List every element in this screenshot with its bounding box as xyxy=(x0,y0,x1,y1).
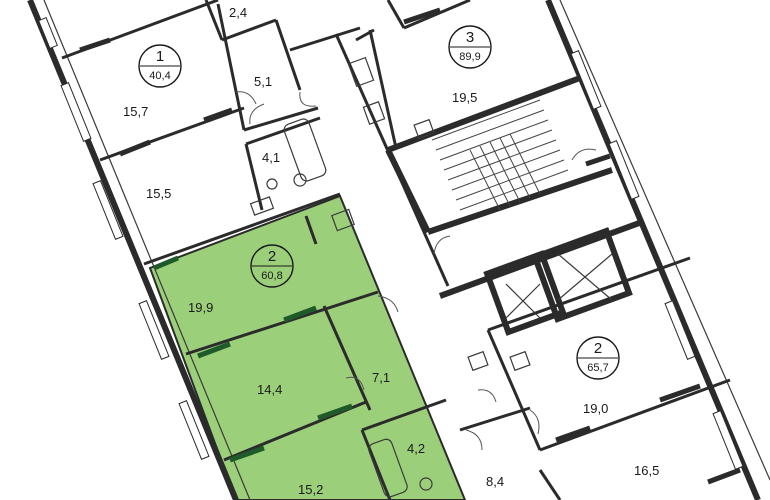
windows-right xyxy=(570,50,744,470)
room-area-label: 14,4 xyxy=(257,382,282,397)
apartment-area: 40,4 xyxy=(149,70,170,82)
room-area-label: 7,1 xyxy=(372,370,390,385)
bathroom-fixtures xyxy=(249,56,531,498)
room-area-label: 16,5 xyxy=(634,463,659,478)
windows-highlight xyxy=(153,255,353,463)
apartment-number: 2 xyxy=(268,248,276,265)
room-area-label: 15,7 xyxy=(123,104,148,119)
room-area-label: 19,0 xyxy=(583,401,608,416)
room-area-label: 15,2 xyxy=(298,482,323,497)
exterior-wall-right-inner xyxy=(559,0,770,481)
apartment-number: 2 xyxy=(594,340,602,357)
room-area-label: 8,4 xyxy=(486,474,504,489)
apartment-badge-1[interactable]: 1 40,4 xyxy=(138,44,182,88)
apartment-area: 65,7 xyxy=(587,362,608,374)
room-area-label: 19,9 xyxy=(188,300,213,315)
stairwell xyxy=(431,99,569,211)
apartment-area: 89,9 xyxy=(459,51,480,63)
window-marks xyxy=(79,7,741,485)
apartment-number: 1 xyxy=(156,48,164,65)
room-area-label: 15,5 xyxy=(146,186,171,201)
apartment-badge-2[interactable]: 2 65,7 xyxy=(576,336,620,380)
elevator-marks xyxy=(505,253,613,319)
room-area-label: 4,1 xyxy=(262,150,280,165)
apartment-area: 60,8 xyxy=(261,270,282,282)
room-area-label: 2,4 xyxy=(229,5,247,20)
apartment-badge-3[interactable]: 3 89,9 xyxy=(448,25,492,69)
room-area-label: 19,5 xyxy=(452,90,477,105)
apartment-badge-2-highlighted[interactable]: 2 60,8 xyxy=(250,244,294,288)
door-swings xyxy=(235,91,597,451)
windows-left xyxy=(38,16,210,460)
exterior-wall-left-inner xyxy=(43,0,251,500)
interior-walls xyxy=(61,0,731,500)
apartment-number: 3 xyxy=(466,29,474,46)
room-area-label: 5,1 xyxy=(254,74,272,89)
room-area-label: 4,2 xyxy=(407,441,425,456)
exterior-wall-left xyxy=(27,0,239,500)
